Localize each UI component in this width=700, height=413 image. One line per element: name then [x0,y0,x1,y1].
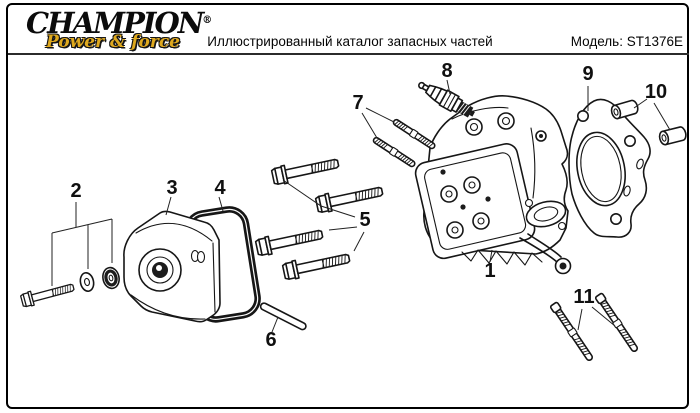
brand-name-text: CHAMPION [26,6,204,40]
flat-washer [79,272,95,292]
part-number-2: 2 [70,180,81,202]
part-number-5: 5 [359,209,370,231]
part-number-11: 11 [573,286,594,308]
part-number-6: 6 [265,329,276,351]
valve-cover [123,210,221,323]
pivot-pin [259,302,307,331]
leader-lines [51,79,671,333]
brand-tagline: Power & force [45,32,180,52]
cover-bolt-set [19,266,120,309]
head-gasket [568,98,651,238]
part-numbers: 1 2 3 4 5 6 7 8 9 10 11 [70,60,667,351]
part-number-4: 4 [214,177,226,199]
page-header: CHAMPION® Power & force Иллюстрированный… [8,3,689,55]
spark-plug [418,81,475,118]
model-label: Модель: ST1376E [570,34,683,49]
brand-name: CHAMPION® [26,6,212,38]
part-number-10: 10 [645,81,667,103]
brand-logo: CHAMPION® Power & force [26,6,212,52]
part-number-8: 8 [441,60,452,82]
part-number-9: 9 [582,63,593,85]
part-number-7: 7 [352,92,363,114]
cylinder-head [414,95,572,275]
long-studs [549,292,641,363]
rubber-grommet [102,266,120,290]
registered-mark: ® [202,15,213,26]
part-number-3: 3 [166,177,177,199]
short-studs [371,117,438,169]
part-number-1: 1 [484,260,495,282]
catalog-title: Иллюстрированный каталог запасных частей [207,34,493,49]
